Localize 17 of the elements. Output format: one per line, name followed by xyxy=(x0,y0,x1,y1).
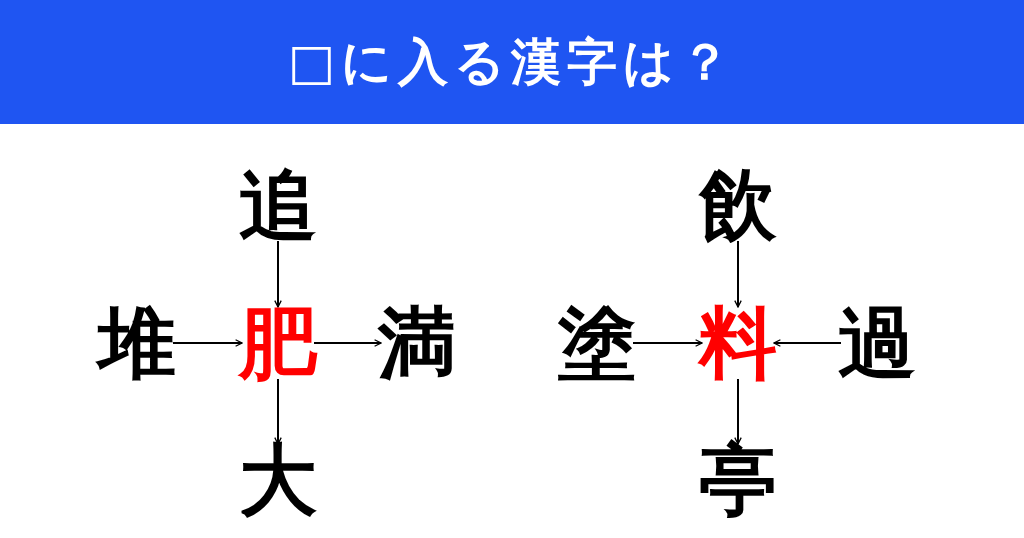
kanji-character: 大 xyxy=(239,441,317,519)
arrow xyxy=(632,339,703,347)
kanji-character: 肥 xyxy=(239,304,317,382)
title-banner: □に入る漢字は？ xyxy=(0,0,1024,124)
arrow xyxy=(734,378,742,445)
arrow xyxy=(274,240,282,308)
kanji-character: 飲 xyxy=(699,166,777,244)
kanji-character: 過 xyxy=(838,304,916,382)
kanji-character: 料 xyxy=(699,304,777,382)
kanji-character: 亭 xyxy=(699,441,777,519)
kanji-character: 満 xyxy=(378,304,456,382)
arrow xyxy=(773,339,842,347)
arrow xyxy=(734,240,742,308)
kanji-character: 追 xyxy=(239,166,317,244)
arrow xyxy=(172,339,243,347)
arrow xyxy=(313,339,382,347)
kanji-character: 塗 xyxy=(558,304,636,382)
